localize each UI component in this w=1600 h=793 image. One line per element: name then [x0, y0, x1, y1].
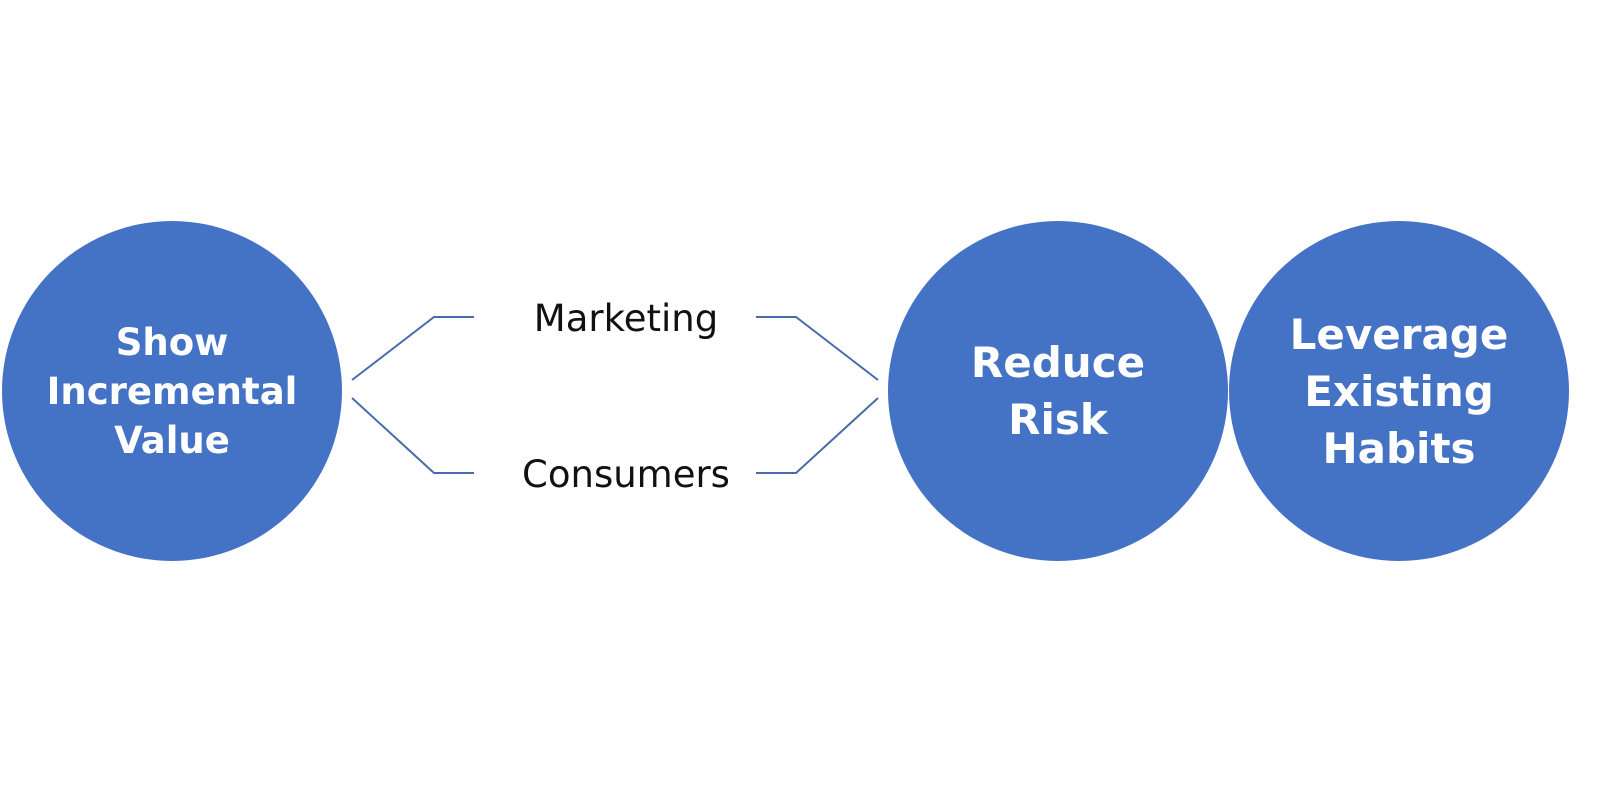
- circle-label: Reduce Risk: [970, 338, 1146, 444]
- connector-left-bottom: [351, 397, 474, 474]
- circle-show-incremental-value: Show Incremental Value: [2, 221, 342, 561]
- connector-right-top: [756, 316, 879, 381]
- branch-label-marketing: Marketing: [533, 297, 719, 340]
- connector-left-top: [351, 316, 474, 381]
- circle-label: Show Incremental Value: [46, 320, 298, 462]
- circle-reduce-risk: Reduce Risk: [888, 221, 1228, 561]
- connector-right-bottom: [756, 397, 879, 474]
- circle-label: Leverage Existing Habits: [1289, 309, 1509, 473]
- branch-label-consumers: Consumers: [522, 453, 730, 496]
- circle-leverage-existing-habits: Leverage Existing Habits: [1229, 221, 1569, 561]
